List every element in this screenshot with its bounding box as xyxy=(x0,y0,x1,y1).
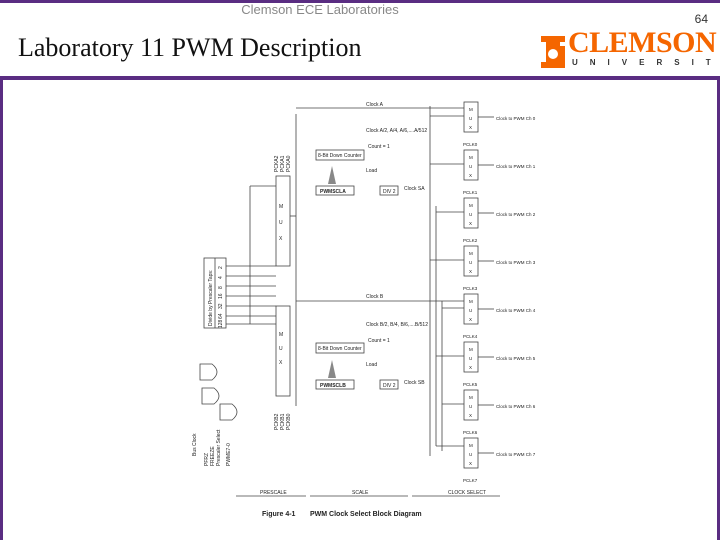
freeze-label: FREEZE xyxy=(210,446,216,466)
out-mux-2-letter-2: X xyxy=(469,221,472,226)
mux-b-m: M xyxy=(279,332,283,338)
mux-b-x: X xyxy=(279,360,283,366)
pwmscla-label: PWMSCLA xyxy=(320,189,346,195)
logo-subtitle: UNIVERSITY xyxy=(572,58,720,67)
bus-clock-label: Bus Clock xyxy=(192,433,198,456)
pclk-label-4: PCLK4 xyxy=(463,334,478,339)
clock-b-div-label: Clock B/2, B/4, B/6,....B/512 xyxy=(366,322,428,328)
pclk-label-0: PCLK0 xyxy=(463,142,478,147)
load-b-label: Load xyxy=(366,362,377,368)
slide-header: Clemson ECE Laboratories Laboratory 11 P… xyxy=(0,0,720,80)
logo-wordmark: CLEMSON xyxy=(568,26,717,59)
pclk-label-5: PCLK5 xyxy=(463,382,478,387)
clock-b-label: Clock B xyxy=(366,294,384,300)
slide-title: Laboratory 11 PWM Description xyxy=(18,33,362,62)
pclk-label-7: PCLK7 xyxy=(463,478,478,483)
count1-b-label: Count = 1 xyxy=(368,338,390,344)
pwm-clock-select-diagram: Clock A Clock A/2, A/4, A/6,....A/512 Cl… xyxy=(192,101,536,518)
clock-to-ch-1: Clock to PWM Ch 1 xyxy=(496,164,536,169)
tap-4: 4 xyxy=(218,276,224,279)
scale-label: SCALE xyxy=(352,490,369,496)
out-mux-1-letter-2: X xyxy=(469,173,472,178)
clock-to-ch-2: Clock to PWM Ch 2 xyxy=(496,212,536,217)
out-mux-4-letter-1: U xyxy=(469,308,472,313)
div2-b-label: DIV 2 xyxy=(383,383,396,389)
out-mux-7-letter-0: M xyxy=(469,443,473,448)
clock-sa-label: Clock SA xyxy=(404,186,425,192)
clock-to-ch-7: Clock to PWM Ch 7 xyxy=(496,452,536,457)
lab-name: Clemson ECE Laboratories xyxy=(241,2,399,17)
tap-128: 128 xyxy=(218,319,224,328)
clock-a-label: Clock A xyxy=(366,102,384,108)
out-mux-3-letter-2: X xyxy=(469,269,472,274)
pckb0-label: PCKB0 xyxy=(286,413,292,430)
out-mux-5-letter-2: X xyxy=(469,365,472,370)
out-mux-7-letter-2: X xyxy=(469,461,472,466)
out-mux-6-letter-0: M xyxy=(469,395,473,400)
mux-b-u: U xyxy=(279,346,283,352)
clock-to-ch-6: Clock to PWM Ch 6 xyxy=(496,404,536,409)
out-mux-6-letter-2: X xyxy=(469,413,472,418)
out-mux-3-letter-0: M xyxy=(469,251,473,256)
tap-2: 2 xyxy=(218,266,224,269)
mux-a-u: U xyxy=(279,220,283,226)
out-mux-2-letter-0: M xyxy=(469,203,473,208)
pckb1-label: PCKB1 xyxy=(280,413,286,430)
clock-to-ch-0: Clock to PWM Ch 0 xyxy=(496,116,536,121)
clock-sb-label: Clock SB xyxy=(404,380,425,386)
prescale-select-label: Prescaler Select xyxy=(216,429,222,466)
clock-to-ch-3: Clock to PWM Ch 3 xyxy=(496,260,536,265)
pclk-label-3: PCLK3 xyxy=(463,286,478,291)
pclk-label-6: PCLK6 xyxy=(463,430,478,435)
count1-a-label: Count = 1 xyxy=(368,144,390,150)
pfrz-label: PFRZ xyxy=(204,453,210,466)
figure-number: Figure 4-1 xyxy=(262,511,296,518)
tap-16: 16 xyxy=(218,293,224,299)
load-a-label: Load xyxy=(366,168,377,174)
tap-32: 32 xyxy=(218,303,224,309)
clock-a-div-label: Clock A/2, A/4, A/6,....A/512 xyxy=(366,128,427,134)
out-mux-0-letter-1: U xyxy=(469,116,472,121)
out-mux-5-letter-0: M xyxy=(469,347,473,352)
clock-to-ch-5: Clock to PWM Ch 5 xyxy=(496,356,536,361)
pcka1-label: PCKA1 xyxy=(280,155,286,172)
out-mux-4-letter-0: M xyxy=(469,299,473,304)
pclk-label-1: PCLK1 xyxy=(463,190,478,195)
out-mux-7-letter-1: U xyxy=(469,452,472,457)
divide-by-label: Divide by Prescaler Taps: xyxy=(208,270,214,326)
prescale-label: PRESCALE xyxy=(260,490,287,496)
clock-to-ch-4: Clock to PWM Ch 4 xyxy=(496,308,536,313)
pcka0-label: PCKA0 xyxy=(286,155,292,172)
figure-caption: PWM Clock Select Block Diagram xyxy=(310,511,422,518)
pckb2-label: PCKB2 xyxy=(274,413,280,430)
out-mux-1-letter-0: M xyxy=(469,155,473,160)
counter-b-label: 8-Bit Down Counter xyxy=(318,346,362,352)
out-mux-6-letter-1: U xyxy=(469,404,472,409)
out-mux-2-letter-1: U xyxy=(469,212,472,217)
div2-a-label: DIV 2 xyxy=(383,189,396,195)
tap-8: 8 xyxy=(218,286,224,289)
out-mux-1-letter-1: U xyxy=(469,164,472,169)
counter-a-label: 8-Bit Down Counter xyxy=(318,153,362,159)
mux-a-m: M xyxy=(279,204,283,210)
out-mux-5-letter-1: U xyxy=(469,356,472,361)
out-mux-4-letter-2: X xyxy=(469,317,472,322)
pwme-label: PWME7-0 xyxy=(226,443,232,466)
clemson-logo: CLEMSON UNIVERSITY xyxy=(538,26,720,72)
out-mux-0-letter-2: X xyxy=(469,125,472,130)
top-accent-bar xyxy=(0,0,720,3)
paw-icon xyxy=(541,36,565,68)
clock-select-label: CLOCK SELECT xyxy=(448,490,486,496)
tap-64: 64 xyxy=(218,313,224,319)
page-number: 64 xyxy=(694,12,708,26)
mux-a-x: X xyxy=(279,236,283,242)
pclk-label-2: PCLK2 xyxy=(463,238,478,243)
pcka2-label: PCKA2 xyxy=(274,155,280,172)
out-mux-3-letter-1: U xyxy=(469,260,472,265)
pwmsclb-label: PWMSCLB xyxy=(320,383,346,389)
out-mux-0-letter-0: M xyxy=(469,107,473,112)
